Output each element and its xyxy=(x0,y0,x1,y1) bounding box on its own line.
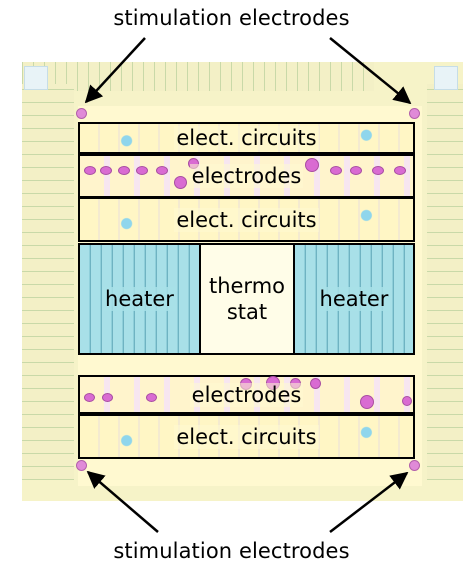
thermostat-label-line2: stat xyxy=(226,300,268,324)
electrode-pad xyxy=(146,393,157,402)
heater-block-right: heater xyxy=(293,243,415,355)
elect-circuits-block-bottom: elect. circuits xyxy=(78,414,415,459)
electrode-pad xyxy=(156,166,168,175)
arrow-bottom-right xyxy=(329,471,409,533)
elect-circuits-block-top: elect. circuits xyxy=(78,122,415,154)
block-label: electrodes xyxy=(189,164,304,188)
electrode-pad xyxy=(402,396,412,406)
block-label: electrodes xyxy=(189,382,304,407)
alignment-mark xyxy=(434,66,458,90)
top-caption: stimulation electrodes xyxy=(113,6,350,30)
electrode-pad xyxy=(360,395,374,409)
stimulation-electrode-bottom-right xyxy=(409,460,420,471)
electrode-pad xyxy=(102,393,113,402)
stimulation-electrode-bottom-left xyxy=(76,460,87,471)
electrode-pad xyxy=(100,166,112,175)
stimulation-electrode-top-left xyxy=(76,108,87,119)
electrode-pad xyxy=(330,166,342,175)
stimulation-electrode-top-right xyxy=(409,108,420,119)
alignment-mark xyxy=(24,66,48,90)
electrode-pad xyxy=(310,378,321,389)
electrode-pad xyxy=(305,158,319,172)
block-label: heater xyxy=(317,287,391,311)
thermostat-label-line1: thermo xyxy=(208,274,286,298)
electrode-pad xyxy=(394,166,406,175)
block-label: heater xyxy=(103,287,176,311)
bottom-pad-ring xyxy=(22,62,374,91)
electrode-pad xyxy=(84,393,95,402)
heater-block-left: heater xyxy=(78,243,201,355)
electrodes-block-bottom: electrodes xyxy=(78,375,415,414)
right-pad-ring xyxy=(427,84,463,480)
electrode-pad xyxy=(84,166,96,175)
electrode-pad xyxy=(350,166,362,175)
electrode-pad xyxy=(136,166,148,175)
bottom-caption: stimulation electrodes xyxy=(113,539,350,563)
arrow-top-left xyxy=(84,37,146,104)
electrode-pad xyxy=(118,166,130,175)
block-label: elect. circuits xyxy=(174,126,319,150)
electrode-pad xyxy=(372,166,384,175)
arrow-top-right xyxy=(329,37,412,105)
arrow-bottom-left xyxy=(86,470,159,533)
block-label: elect. circuits xyxy=(174,207,319,232)
left-pad-ring xyxy=(22,84,74,480)
elect-circuits-block-middle: elect. circuits xyxy=(78,197,415,242)
electrode-pad xyxy=(174,176,187,189)
block-label: elect. circuits xyxy=(174,424,319,449)
